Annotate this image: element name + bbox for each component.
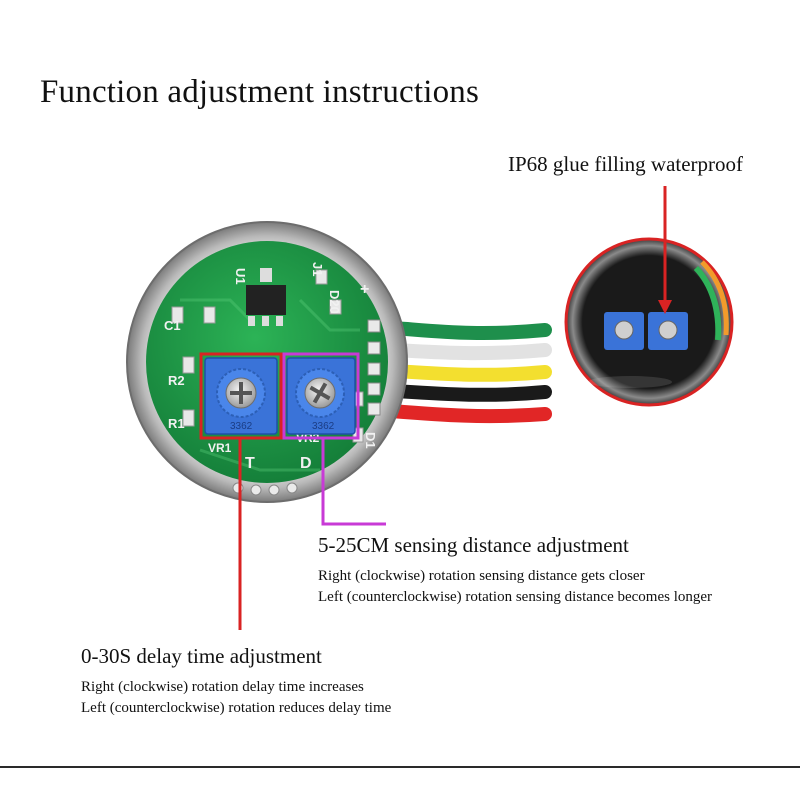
- delay-line-2: Left (counterclockwise) rotation reduces…: [81, 700, 392, 716]
- pcb-label-vr1: VR1: [208, 441, 232, 455]
- waterproof-closeup-photo: [564, 237, 734, 407]
- pcb-label-t: T: [245, 455, 255, 472]
- waterproof-callout: IP68 glue filling waterproof: [508, 152, 743, 177]
- ic-u1: [246, 285, 286, 315]
- distance-leader-line: [321, 438, 386, 526]
- pcb-label-r1: R1: [168, 416, 185, 431]
- sensor-module-photo: U1 J1 D20 + C1 R2 R1 VR1 VR2 T D D1 3362: [126, 221, 408, 503]
- pcb-label-j1: J1: [310, 262, 325, 276]
- footer-divider: [0, 766, 800, 768]
- distance-callout: 5-25CM sensing distance adjustment Right…: [318, 533, 712, 608]
- waterproof-heading: IP68 glue filling waterproof: [508, 152, 744, 176]
- distance-heading: 5-25CM sensing distance adjustment: [318, 533, 629, 557]
- pcb-label-d20: D20: [327, 290, 342, 314]
- vr1-code: 3362: [230, 421, 253, 432]
- pcb-label-c1: C1: [164, 318, 181, 333]
- page-title: Function adjustment instructions: [40, 74, 480, 110]
- vr2-code: 3362: [312, 421, 335, 432]
- potentiometer-vr2: 3362: [286, 357, 356, 435]
- distance-line-2: Left (counterclockwise) rotation sensing…: [318, 589, 713, 605]
- pcb-label-d1: D1: [363, 432, 378, 449]
- potentiometer-vr1: 3362: [204, 357, 278, 435]
- delay-heading: 0-30S delay time adjustment: [81, 644, 322, 668]
- delay-callout: 0-30S delay time adjustment Right (clock…: [81, 644, 391, 719]
- pcb-label-r2: R2: [168, 373, 185, 388]
- pcb-label-d: D: [300, 455, 312, 472]
- distance-line-1: Right (clockwise) rotation sensing dista…: [318, 568, 645, 584]
- waterproof-arrowhead: [658, 300, 672, 314]
- pcb-label-u1: U1: [233, 268, 248, 285]
- vr2-highlight-box: [282, 352, 360, 440]
- pcb-label-plus: +: [360, 281, 369, 298]
- delay-line-1: Right (clockwise) rotation delay time in…: [81, 679, 364, 695]
